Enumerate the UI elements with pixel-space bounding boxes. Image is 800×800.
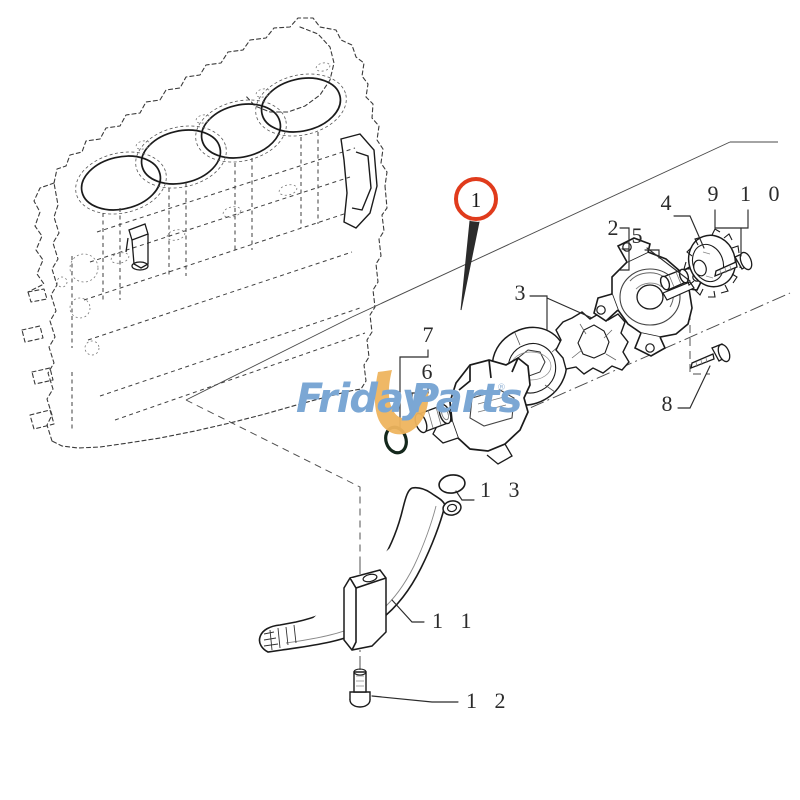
cylinder-bores (80, 77, 342, 211)
leader-4 (673, 215, 705, 249)
label-8: 8 (662, 391, 673, 416)
label-4: 4 (661, 190, 672, 215)
block-internal-webs (71, 132, 366, 430)
label-6: 6 (422, 359, 433, 384)
label-9: 9 (708, 181, 719, 206)
block-gusset (340, 133, 378, 229)
label-2: 2 (608, 215, 619, 240)
leader-3b (546, 297, 593, 319)
watermark-registered-mark: ® (497, 383, 506, 393)
leader-11 (391, 599, 425, 623)
drive-gear (683, 228, 742, 298)
callout-1-circle (454, 177, 498, 221)
leader-8 (677, 365, 711, 409)
leader-12 (371, 695, 459, 703)
watermark-swoosh (374, 370, 429, 435)
spacer-sleeve (659, 268, 690, 291)
leader-13 (455, 490, 475, 501)
leader-3 (529, 295, 548, 331)
label-13: 1 3 (480, 477, 526, 502)
outer-rotor (491, 326, 568, 406)
label-11: 1 1 (432, 608, 478, 633)
label-5: 5 (632, 223, 643, 248)
inner-rotor (555, 311, 630, 375)
bushing (414, 403, 452, 434)
oil-pickup-tube (258, 486, 462, 653)
leader-9 (714, 209, 742, 229)
assembly-boundary-dashed (185, 399, 361, 560)
label-10: 1 0 (740, 181, 786, 206)
assembly-boundary-lines (185, 141, 778, 401)
label-7: 7 (423, 322, 434, 347)
leader-5b (646, 247, 691, 282)
callout-1-label: 1 (471, 188, 482, 212)
leader-10 (740, 209, 749, 257)
pickup-bolt (349, 668, 371, 708)
label-12: 1 2 (466, 688, 512, 713)
block-lifter-bosses (125, 223, 149, 271)
o-ring-pickup (438, 474, 466, 494)
watermark-text-secondary: Parts (410, 376, 522, 422)
cylinder-block (21, 17, 388, 449)
bolt-gear (714, 251, 753, 278)
label-3: 3 (515, 280, 526, 305)
cylinder-bore-inner-rims (75, 73, 347, 215)
fridayparts-watermark: Friday Parts ® (296, 370, 523, 435)
leader-7 (399, 349, 429, 429)
callout-1[interactable]: 1 (454, 177, 498, 221)
watermark-text-primary: Friday (296, 376, 430, 422)
bolt-lower (690, 343, 731, 370)
